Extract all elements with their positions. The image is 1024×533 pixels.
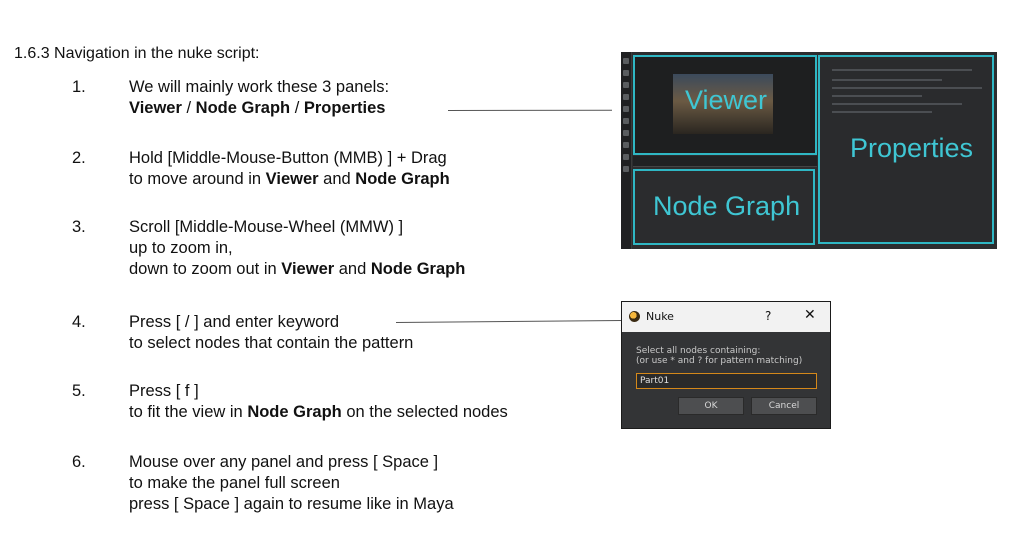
section-heading: 1.6.3 Navigation in the nuke script: [14,45,260,62]
text-line: to make the panel full screen [129,473,454,494]
bold-term: Node Graph [195,99,291,117]
text-segment: up to zoom in, [129,239,233,257]
bold-term: Node Graph [355,170,450,188]
list-number: 1. [72,78,86,96]
text-line: to select nodes that contain the pattern [129,333,413,354]
viewer-label: Viewer [685,85,768,115]
text-line: Press [ f ] [129,381,508,402]
text-segment: to fit the view in [129,403,248,421]
list-number: 2. [72,149,86,167]
timeline [633,156,817,167]
text-segment: We will mainly work these 3 panels: [129,78,390,96]
nuke-interface-screenshot: Viewer Node Graph Properties [621,52,997,249]
text-line: Scroll [Middle-Mouse-Wheel (MMW) ] [129,217,465,238]
ok-button[interactable]: OK [678,397,744,415]
text-segment: Mouse over any panel and press [ Space ] [129,453,439,471]
text-segment: down to zoom out in [129,260,282,278]
text-segment: on the selected nodes [341,403,508,421]
pattern-input[interactable]: Part01 [636,373,817,389]
text-segment: and [334,260,371,278]
list-number: 6. [72,453,86,471]
text-segment: press [ Space ] again to resume like in … [129,495,454,513]
properties-label: Properties [850,133,974,163]
list-number: 3. [72,218,86,236]
list-text: Press [ / ] and enter keyword to select n… [129,312,413,354]
list-text: Scroll [Middle-Mouse-Wheel (MMW) ] up to … [129,217,465,280]
leader-line-search [396,320,623,323]
dialog-titlebar: Nuke ? ✕ [622,302,830,332]
close-icon[interactable]: ✕ [804,307,816,323]
dialog-prompt: Select all nodes containing: (or use * a… [636,346,803,366]
text-line: to move around in Viewer and Node Graph [129,169,450,190]
text-segment: Press [ f ] [129,382,199,400]
list-number: 5. [72,382,86,400]
text-line: Viewer / Node Graph / Properties [129,98,389,119]
text-segment: and [318,170,356,188]
nuke-app-icon [629,311,640,322]
text-line: We will mainly work these 3 panels: [129,77,389,98]
text-line: Press [ / ] and enter keyword [129,312,413,333]
text-segment: / [290,99,304,117]
text-line: press [ Space ] again to resume like in … [129,494,454,515]
leader-line-viewer [448,109,613,111]
select-nodes-dialog: Nuke ? ✕ Select all nodes containing: (o… [621,301,831,429]
node-graph-label: Node Graph [653,191,801,221]
text-segment: Hold [Middle-Mouse-Button (MMB) ] + Drag [129,149,447,167]
list-text: We will mainly work these 3 panels: Viewe… [129,77,389,119]
text-segment: Press [ / ] and enter keyword [129,313,340,331]
dialog-title: Nuke [646,310,674,323]
cancel-button[interactable]: Cancel [751,397,817,415]
bold-term: Viewer [129,99,182,117]
bold-term: Properties [303,99,386,117]
text-line: to fit the view in Node Graph on the sel… [129,402,508,423]
viewer-panel: Viewer [633,55,817,155]
text-segment: / [181,99,196,117]
toolbar [621,52,632,249]
list-text: Mouse over any panel and press [ Space ]… [129,452,454,515]
bold-term: Viewer [265,170,319,188]
text-segment: to make the panel full screen [129,474,340,492]
help-button[interactable]: ? [765,309,772,323]
text-segment: Scroll [Middle-Mouse-Wheel (MMW) ] [129,218,404,236]
list-text: Press [ f ] to fit the view in Node Graph… [129,381,508,423]
node-graph-panel: Node Graph [633,169,815,245]
bold-term: Node Graph [370,260,466,278]
list-number: 4. [72,313,86,331]
bold-term: Node Graph [247,403,342,421]
text-line: down to zoom out in Viewer and Node Grap… [129,259,465,280]
text-line: Hold [Middle-Mouse-Button (MMB) ] + Drag [129,148,450,169]
list-text: Hold [Middle-Mouse-Button (MMB) ] + Drag… [129,148,450,190]
text-line: Mouse over any panel and press [ Space ] [129,452,454,473]
viewer-image [673,74,773,134]
text-segment: to select nodes that contain the pattern [129,334,414,352]
text-line: up to zoom in, [129,238,465,259]
properties-panel: Properties [818,55,994,244]
text-segment: to move around in [129,170,266,188]
bold-term: Viewer [281,260,335,278]
